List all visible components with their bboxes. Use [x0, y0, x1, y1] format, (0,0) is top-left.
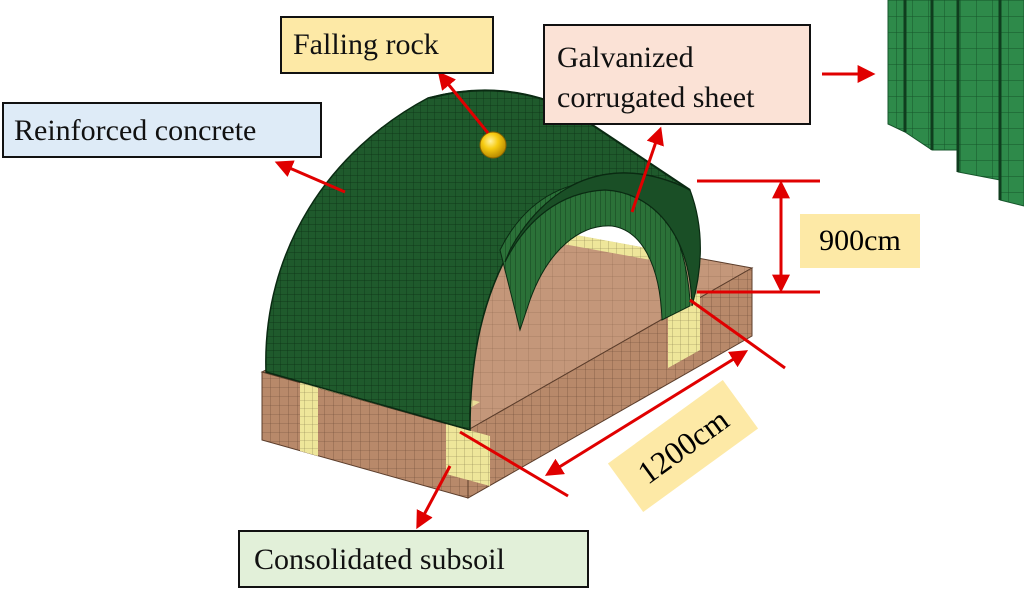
transition-strip-front-right: [446, 424, 490, 486]
falling-rock-ball: [479, 131, 507, 159]
falling-rock-text: Falling rock: [293, 28, 439, 61]
consolidated-subsoil-label: Consolidated subsoil: [238, 530, 589, 588]
arrow-concrete: [274, 160, 346, 194]
length-ext-left: [459, 430, 569, 498]
height-dimension: [697, 179, 820, 294]
galvanized-text-line2: corrugated sheet: [557, 81, 755, 114]
length-arrow: [544, 350, 749, 476]
length-ext-right: [689, 298, 786, 370]
consolidated-subsoil-text: Consolidated subsoil: [254, 543, 505, 576]
height-dimension-label: 900cm: [800, 214, 920, 268]
arrow-galvanized: [630, 126, 664, 213]
leader-arrows: [274, 65, 876, 530]
arrow-subsoil: [416, 465, 452, 530]
transition-strip-front: [300, 383, 318, 456]
reinforced-concrete-label: Reinforced concrete: [2, 102, 322, 158]
arrow-falling-rock: [437, 71, 490, 134]
shell-end-rim: [504, 172, 701, 307]
falling-rock-label: Falling rock: [280, 16, 494, 74]
galvanized-text-line1: Galvanized: [557, 41, 694, 74]
galvanized-sheet-label: Galvanized corrugated sheet: [543, 24, 811, 125]
length-dimension: [459, 298, 786, 498]
corrugated-sheet-detail: [887, 0, 1024, 207]
reinforced-concrete-text: Reinforced concrete: [14, 114, 257, 147]
